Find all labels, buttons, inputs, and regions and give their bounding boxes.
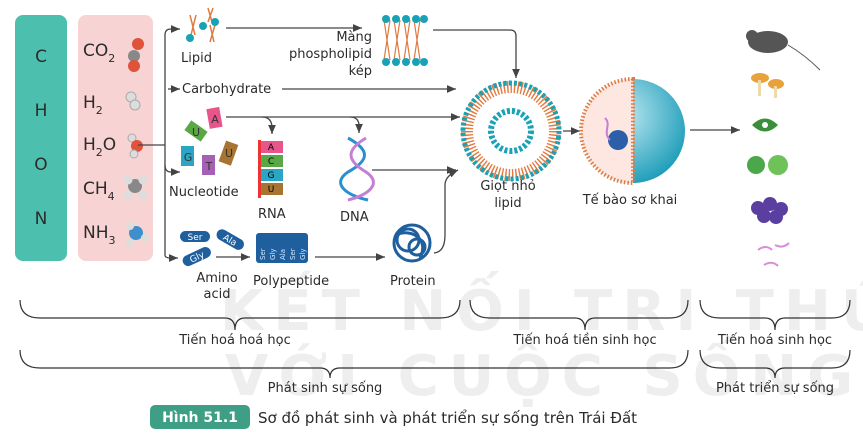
svg-text:Ser: Ser [259, 248, 267, 260]
svg-text:Giọt nhỏ: Giọt nhỏ [480, 179, 535, 194]
stage-prebiotic-evolution: Tiến hoá tiền sinh học [512, 333, 656, 348]
amino-acid-label: Amino acid [196, 271, 237, 302]
plant-icon [752, 118, 778, 132]
lipid-label: Lipid [181, 51, 212, 66]
elements-panel [15, 15, 67, 261]
molecule-co2: CO2 [83, 41, 115, 65]
nucleotide-icons: A U G T U [181, 106, 239, 175]
mushroom-icon [751, 73, 784, 98]
protist-icon [757, 242, 790, 267]
figure-caption: Sơ đồ phát sinh và phát triển sự sống tr… [258, 409, 637, 427]
stage-braces [19, 299, 851, 379]
figure-badge [150, 405, 250, 429]
molecule-h2o: H2O [83, 135, 116, 159]
lipid-icon [186, 7, 219, 43]
element-n: N [35, 209, 48, 229]
green-cells-icon [747, 155, 788, 175]
figure-number: Hình 51.1 [162, 410, 238, 426]
dna-label: DNA [340, 210, 369, 225]
svg-text:G: G [184, 151, 193, 164]
svg-text:U: U [192, 126, 200, 139]
stage-biological-evolution: Tiến hoá sinh học [717, 333, 832, 348]
element-h: H [35, 101, 48, 121]
svg-text:T: T [205, 160, 213, 173]
molecule-nh3: NH3 [83, 223, 116, 247]
stage-development-of-life: Phát triển sự sống [716, 381, 834, 396]
svg-text:G: G [268, 171, 275, 181]
stage-origin-of-life: Phát sinh sự sống [268, 381, 383, 396]
protocell-icon [579, 76, 685, 186]
lipid-droplet-label: Giọt nhỏ lipid [480, 179, 535, 211]
svg-text:Amino: Amino [196, 271, 237, 286]
amino-acid-icons: Ser Ala Gly [180, 229, 244, 267]
carbohydrate-label: Carbohydrate [182, 82, 271, 97]
polypeptide-label: Polypeptide [253, 274, 329, 289]
svg-text:Ala: Ala [279, 249, 287, 260]
stage-chemical-evolution: Tiến hoá hoá học [178, 333, 290, 348]
svg-text:kép: kép [349, 64, 372, 79]
svg-text:Ser: Ser [188, 233, 203, 243]
dna-icon [339, 136, 375, 202]
svg-text:acid: acid [204, 287, 231, 302]
phospholipid-bilayer-icon [382, 15, 428, 66]
rna-label: RNA [258, 207, 286, 222]
watermark: KẾT NỐI TRI THỨC VỚI CUỘC SỐNG [220, 271, 863, 409]
svg-text:A: A [211, 113, 219, 126]
svg-text:lipid: lipid [494, 196, 521, 211]
svg-text:Màng: Màng [336, 30, 372, 45]
molecule-h2: H2 [83, 93, 103, 117]
svg-text:U: U [225, 147, 233, 160]
svg-text:Gly: Gly [299, 248, 307, 260]
svg-text:Ser: Ser [289, 248, 297, 260]
mouse-icon [746, 30, 821, 71]
molecule-models [123, 38, 149, 247]
svg-text:phospholipid: phospholipid [289, 47, 372, 62]
molecule-ch4: CH4 [83, 179, 115, 203]
svg-text:Gly: Gly [269, 248, 277, 260]
element-c: C [35, 47, 47, 67]
molecules-panel [78, 15, 153, 261]
rna-icon: A C G U [258, 140, 283, 198]
nucleotide-label: Nucleotide [169, 185, 239, 200]
protein-label: Protein [390, 274, 436, 289]
svg-text:U: U [268, 185, 275, 195]
organisms-icons [746, 30, 821, 267]
svg-text:C: C [268, 157, 274, 167]
polypeptide-icon: Ser Gly Ala Ser Gly [256, 233, 308, 263]
svg-text:A: A [268, 143, 275, 153]
svg-text:KẾT NỐI TRI THỨC: KẾT NỐI TRI THỨC [220, 271, 863, 344]
membrane-label: Màng phospholipid kép [289, 30, 372, 79]
lipid-droplet-icon [460, 80, 562, 182]
protein-icon [392, 223, 432, 263]
protocell-label: Tế bào sơ khai [582, 193, 678, 208]
purple-cells-icon [751, 197, 788, 224]
branch-arrows [138, 25, 180, 262]
element-o: O [34, 155, 47, 175]
